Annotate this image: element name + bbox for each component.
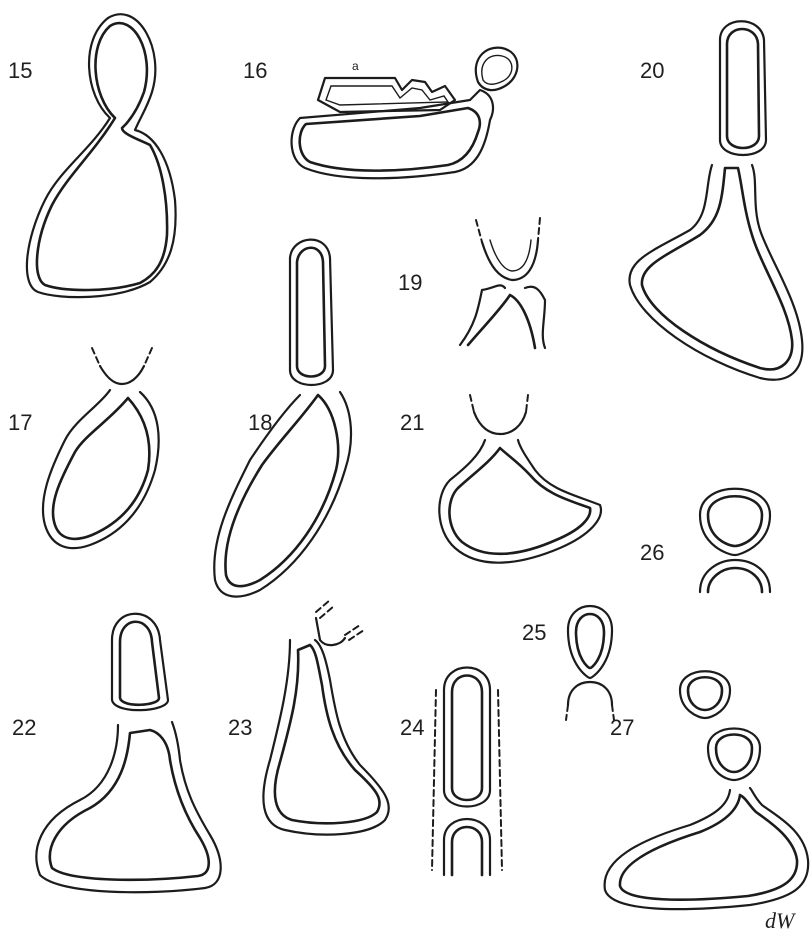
figure-21-dashed-left — [470, 395, 474, 412]
figure-21-lower-cell-inner — [449, 448, 590, 554]
figure-16-main-inner — [300, 108, 480, 171]
figure-26: 26 — [640, 489, 770, 592]
figure-25-lower-cell — [568, 682, 612, 705]
figure-16: 16 a — [243, 48, 517, 179]
figure-label-23: 23 — [228, 715, 252, 740]
figure-19-upper-dashed-right — [538, 218, 540, 240]
figure-24: 24 — [400, 668, 502, 876]
figure-18-lower-cell-inner — [225, 395, 338, 586]
figure-25-dashed-left — [566, 705, 568, 720]
figure-label-15: 15 — [8, 58, 32, 83]
figure-26-upper-cell-inner — [708, 496, 762, 546]
figure-21-dashed-right — [526, 395, 528, 412]
figure-19-upper-cell-inner — [490, 240, 531, 271]
figure-17-dashed-right — [144, 348, 152, 366]
figure-23-dashed-right — [345, 625, 364, 640]
figure-17-lower-cell-outer — [43, 390, 159, 548]
figure-27-top-cell-inner — [688, 677, 722, 710]
figure-23-upper-cell — [316, 618, 345, 645]
figure-label-19: 19 — [398, 270, 422, 295]
figure-20: 20 — [629, 21, 802, 379]
figure-27-middle-cell-inner — [716, 735, 752, 773]
figure-label-17: 17 — [8, 410, 32, 435]
figure-25: 25 — [522, 606, 614, 720]
figure-24-lower-cell-inner — [452, 827, 482, 875]
figure-label-24: 24 — [400, 715, 424, 740]
figure-label-21: 21 — [400, 410, 424, 435]
figure-24-sheath-left — [432, 690, 436, 870]
figure-27: 27 — [605, 671, 809, 909]
figure-17-upper-cell — [100, 366, 144, 384]
figure-22: 22 — [12, 614, 221, 892]
figure-23-dashed-upper — [316, 600, 334, 618]
figure-18-lower-cell-outer — [214, 392, 351, 597]
figure-label-20: 20 — [640, 58, 664, 83]
figure-15-outer-wall — [27, 14, 176, 297]
figure-23-lower-cell-outer — [263, 640, 388, 835]
figure-24-upper-cell-inner — [452, 676, 482, 801]
figure-22-upper-cell-inner — [120, 622, 159, 705]
artist-signature: dW — [765, 908, 796, 933]
figure-21-upper-cell — [474, 412, 526, 434]
figure-20-lower-cell-outer — [629, 165, 802, 380]
figure-15: 15 — [8, 14, 176, 297]
figure-label-16: 16 — [243, 58, 267, 83]
figure-label-26: 26 — [640, 540, 664, 565]
figure-23: 23 — [228, 600, 389, 835]
figure-label-27: 27 — [610, 715, 634, 740]
figure-20-lower-cell-inner — [642, 168, 792, 369]
figure-label-25: 25 — [522, 620, 546, 645]
figure-18: 18 — [214, 240, 351, 597]
figure-16-annotation: a — [352, 59, 359, 73]
figure-16-upper-cell — [318, 78, 455, 112]
figure-20-upper-cell-inner — [727, 29, 759, 148]
figure-15-inner-wall — [37, 23, 167, 290]
figure-17-dashed-left — [92, 348, 100, 366]
figure-18-upper-cell-inner — [297, 248, 325, 377]
figure-26-lower-cell-inner — [708, 568, 762, 592]
figure-17-lower-cell-inner — [53, 398, 149, 539]
figure-26-lower-cell-outer — [700, 560, 770, 592]
figure-27-lower-cell-outer — [605, 788, 809, 909]
figure-16-small-sac-inner — [482, 55, 512, 84]
figure-19: 19 — [398, 218, 545, 348]
figure-17: 17 — [8, 348, 159, 548]
figure-25-upper-cell-inner — [576, 614, 604, 668]
figure-22-lower-cell-inner — [50, 730, 209, 880]
figure-19-lower-cell-inner — [468, 295, 535, 348]
figure-19-upper-dashed-left — [476, 220, 482, 242]
figure-24-sheath-right — [498, 690, 502, 870]
figure-21: 21 — [400, 395, 601, 563]
figure-label-22: 22 — [12, 715, 36, 740]
